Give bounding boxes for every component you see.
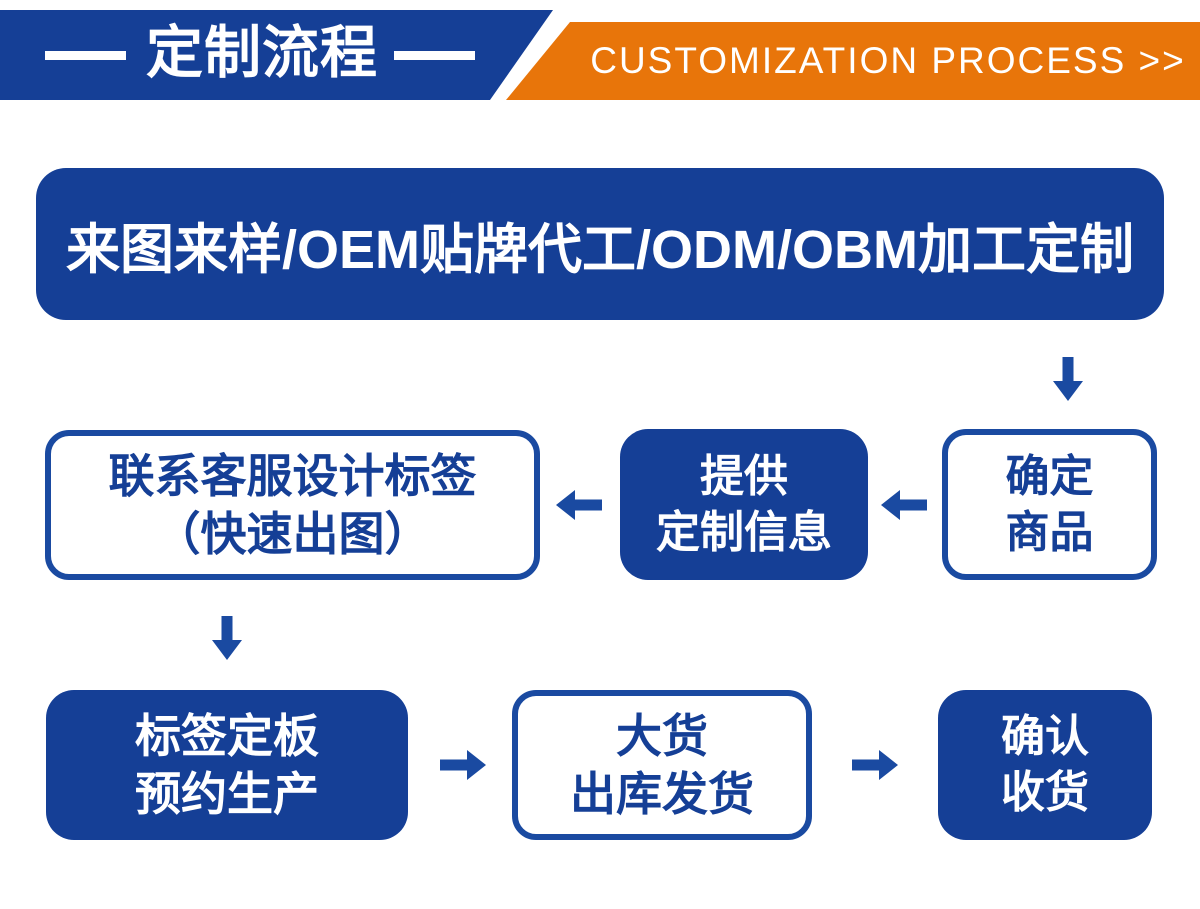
flow-step-confirm-receipt: 确认 收货	[938, 690, 1152, 840]
flow-step-line: 出库发货	[570, 768, 754, 820]
flow-step-line: 确认	[1001, 712, 1089, 762]
title-dash-left-icon	[45, 51, 126, 60]
title-dash-right-icon	[394, 51, 475, 60]
arrow-left-provide-to-contact-icon	[556, 490, 602, 520]
flow-step-label-plate-production: 标签定板 预约生产	[46, 690, 408, 840]
flow-step-confirm-product: 确定 商品	[942, 429, 1157, 580]
service-scope-text: 来图来样/OEM贴牌代工/ODM/OBM加工定制	[66, 219, 1134, 280]
flow-step-line: 确定	[1005, 451, 1094, 501]
flow-step-line: 收货	[1001, 768, 1089, 817]
header-subtitle-ribbon: CUSTOMIZATION PROCESS >>	[506, 22, 1200, 100]
flow-step-bulk-outbound-shipping: 大货 出库发货	[512, 690, 812, 840]
flow-step-line: 提供	[700, 451, 788, 501]
page-subtitle: CUSTOMIZATION PROCESS >>	[590, 40, 1186, 81]
flow-step-line: 预约生产	[135, 768, 319, 820]
flow-step-line: 商品	[1005, 507, 1094, 557]
arrow-down-contact-to-production-icon	[212, 616, 242, 660]
flow-step-line: （快速出图）	[154, 508, 431, 560]
flow-step-line: 定制信息	[656, 507, 832, 557]
flow-step-contact-service-design: 联系客服设计标签 （快速出图）	[45, 430, 540, 580]
flow-step-line: 大货	[616, 709, 708, 762]
flow-step-line: 联系客服设计标签	[108, 449, 477, 502]
arrow-down-to-confirm-product-icon	[1053, 357, 1083, 401]
header-title-ribbon: 定制流程	[0, 10, 553, 100]
arrow-right-production-to-shipping-icon	[440, 750, 486, 780]
service-scope-banner: 来图来样/OEM贴牌代工/ODM/OBM加工定制	[36, 168, 1164, 320]
flow-step-provide-custom-info: 提供 定制信息	[620, 429, 868, 580]
arrow-left-confirm-to-provide-icon	[881, 490, 927, 520]
page-title: 定制流程	[146, 20, 378, 85]
flow-step-line: 标签定板	[135, 709, 319, 762]
arrow-right-shipping-to-receipt-icon	[852, 750, 898, 780]
